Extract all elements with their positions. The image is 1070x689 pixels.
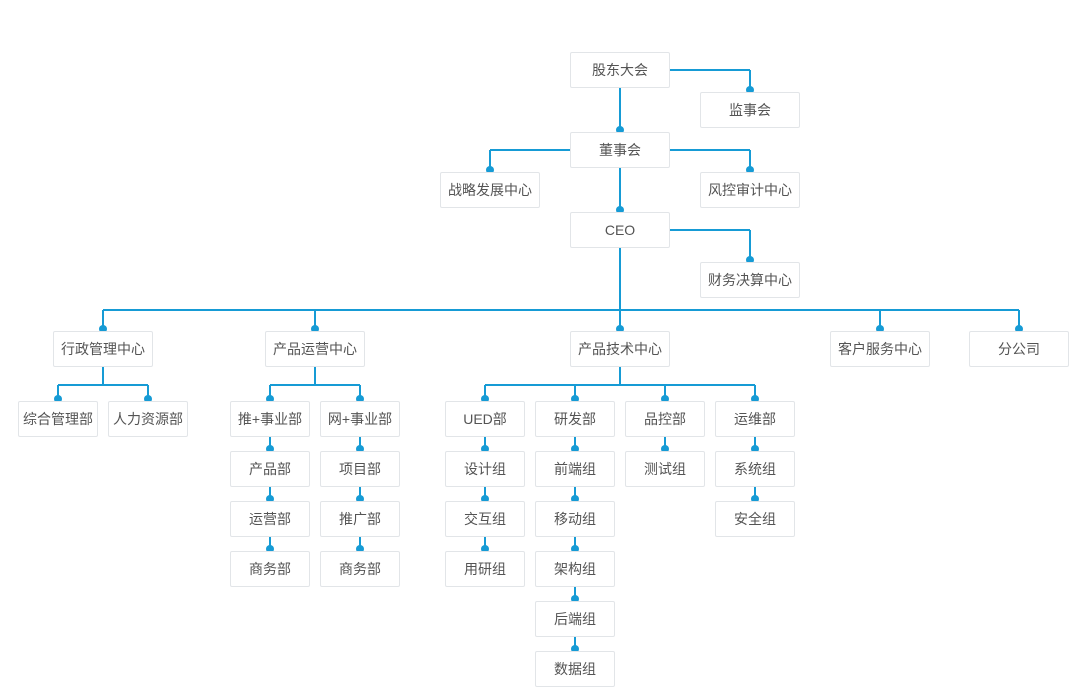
org-node-label: 产品运营中心 bbox=[273, 341, 357, 357]
org-node-general: 综合管理部 bbox=[18, 401, 98, 437]
org-node-label: CEO bbox=[604, 222, 636, 238]
org-node-label: 数据组 bbox=[554, 661, 596, 677]
org-node-operation: 运营部 bbox=[230, 501, 310, 537]
org-node-label: 测试组 bbox=[644, 461, 686, 477]
org-node-project: 项目部 bbox=[320, 451, 400, 487]
org-node-label: 系统组 bbox=[734, 461, 776, 477]
org-node-tech: 产品技术中心 bbox=[570, 331, 670, 367]
org-node-service: 客户服务中心 bbox=[830, 331, 930, 367]
org-node-board: 董事会 bbox=[570, 132, 670, 168]
org-node-label: 综合管理部 bbox=[23, 411, 93, 427]
org-node-ceo: CEO bbox=[570, 212, 670, 248]
org-node-business2: 商务部 bbox=[320, 551, 400, 587]
org-node-label: 设计组 bbox=[464, 461, 506, 477]
org-node-label: 用研组 bbox=[464, 561, 506, 577]
org-node-label: UED部 bbox=[463, 411, 507, 427]
org-node-tui: 推+事业部 bbox=[230, 401, 310, 437]
org-node-system: 系统组 bbox=[715, 451, 795, 487]
org-node-hr: 人力资源部 bbox=[108, 401, 188, 437]
org-node-label: 品控部 bbox=[644, 411, 686, 427]
org-node-business1: 商务部 bbox=[230, 551, 310, 587]
org-node-label: 推广部 bbox=[339, 511, 381, 527]
org-node-label: 人力资源部 bbox=[113, 411, 183, 427]
org-node-shareholders: 股东大会 bbox=[570, 52, 670, 88]
org-node-label: 股东大会 bbox=[592, 62, 648, 78]
org-node-finance: 财务决算中心 bbox=[700, 262, 800, 298]
org-node-label: 董事会 bbox=[599, 142, 641, 158]
org-node-label: 商务部 bbox=[249, 561, 291, 577]
org-node-admin: 行政管理中心 bbox=[53, 331, 153, 367]
org-node-rd: 研发部 bbox=[535, 401, 615, 437]
org-node-label: 分公司 bbox=[998, 341, 1040, 357]
org-node-label: 客户服务中心 bbox=[838, 341, 922, 357]
org-node-label: 财务决算中心 bbox=[708, 272, 792, 288]
org-node-label: 交互组 bbox=[464, 511, 506, 527]
org-node-promotion: 推广部 bbox=[320, 501, 400, 537]
org-node-label: 产品技术中心 bbox=[578, 341, 662, 357]
org-node-research: 用研组 bbox=[445, 551, 525, 587]
org-node-mobile: 移动组 bbox=[535, 501, 615, 537]
org-node-label: 项目部 bbox=[339, 461, 381, 477]
org-node-label: 行政管理中心 bbox=[61, 341, 145, 357]
org-node-label: 推+事业部 bbox=[237, 411, 303, 427]
org-node-branch: 分公司 bbox=[969, 331, 1069, 367]
org-node-architecture: 架构组 bbox=[535, 551, 615, 587]
org-node-label: 产品部 bbox=[249, 461, 291, 477]
org-node-frontend: 前端组 bbox=[535, 451, 615, 487]
org-node-product: 产品部 bbox=[230, 451, 310, 487]
org-node-label: 移动组 bbox=[554, 511, 596, 527]
org-node-label: 风控审计中心 bbox=[708, 182, 792, 198]
org-node-label: 运维部 bbox=[734, 411, 776, 427]
org-node-label: 商务部 bbox=[339, 561, 381, 577]
org-node-label: 网+事业部 bbox=[327, 411, 393, 427]
org-node-ued: UED部 bbox=[445, 401, 525, 437]
org-node-ops: 产品运营中心 bbox=[265, 331, 365, 367]
org-node-design: 设计组 bbox=[445, 451, 525, 487]
org-node-testing: 测试组 bbox=[625, 451, 705, 487]
org-node-label: 安全组 bbox=[734, 511, 776, 527]
org-node-interaction: 交互组 bbox=[445, 501, 525, 537]
org-node-strategy: 战略发展中心 bbox=[440, 172, 540, 208]
org-node-label: 运营部 bbox=[249, 511, 291, 527]
org-node-label: 架构组 bbox=[554, 561, 596, 577]
org-node-risk: 风控审计中心 bbox=[700, 172, 800, 208]
org-node-qc: 品控部 bbox=[625, 401, 705, 437]
org-node-label: 前端组 bbox=[554, 461, 596, 477]
org-node-security: 安全组 bbox=[715, 501, 795, 537]
org-node-devops: 运维部 bbox=[715, 401, 795, 437]
org-node-label: 研发部 bbox=[554, 411, 596, 427]
org-node-label: 战略发展中心 bbox=[448, 182, 532, 198]
org-node-label: 监事会 bbox=[729, 102, 771, 118]
org-node-supervisory: 监事会 bbox=[700, 92, 800, 128]
org-node-label: 后端组 bbox=[554, 611, 596, 627]
org-node-backend: 后端组 bbox=[535, 601, 615, 637]
org-node-wang: 网+事业部 bbox=[320, 401, 400, 437]
org-node-data: 数据组 bbox=[535, 651, 615, 687]
